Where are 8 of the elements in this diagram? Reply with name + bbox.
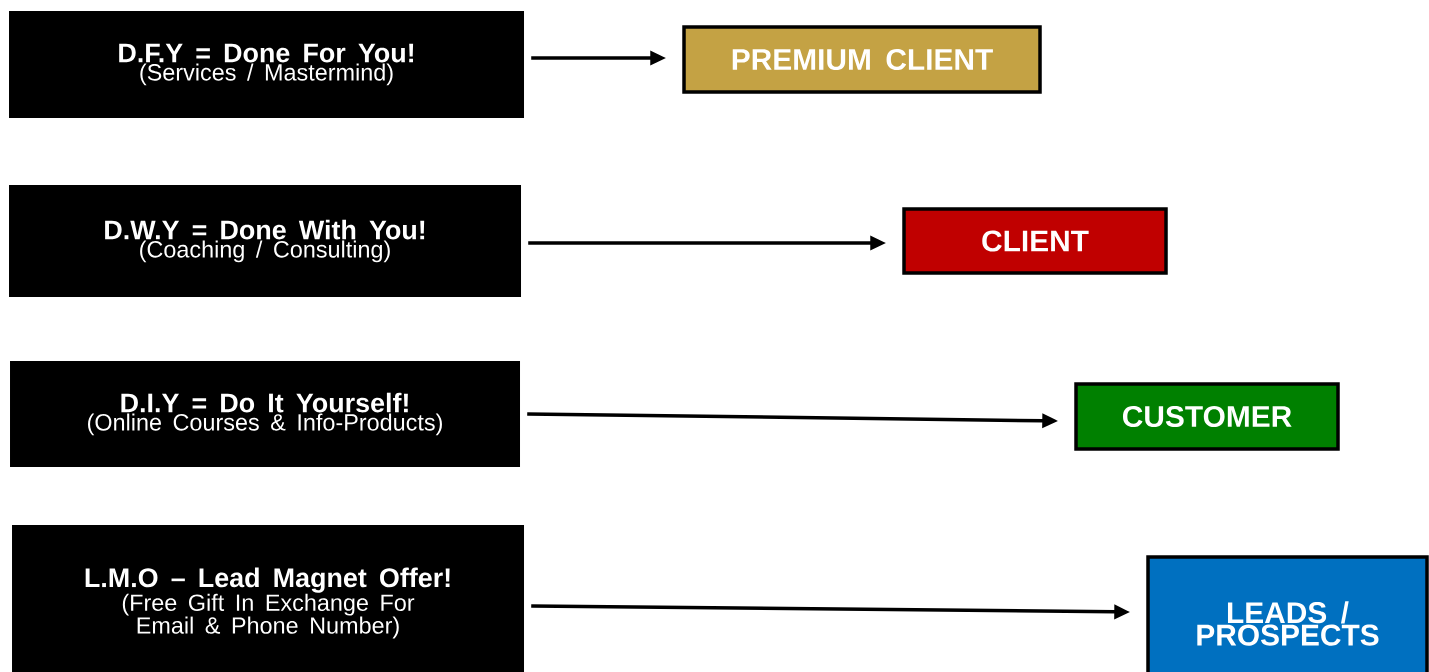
offer-box: L.M.O – Lead Magnet Offer! (Free Gift In Exchange For Email & Phone Number)	[12, 525, 524, 672]
label-box: PREMIUM CLIENT	[682, 25, 1042, 94]
offer-box: D.W.Y = Done With You! (Coaching / Consulting)	[9, 185, 521, 297]
label-box: CUSTOMER	[1074, 382, 1340, 451]
offer-box: D.I.Y = Do It Yourself! (Online Courses & Info-Products)	[10, 361, 520, 467]
offer-box: D.F.Y = Done For You! (Services / Mastermind)	[9, 11, 524, 118]
label-box: LEADS / PROSPECTS	[1146, 555, 1429, 672]
label-box: CLIENT	[902, 207, 1168, 275]
